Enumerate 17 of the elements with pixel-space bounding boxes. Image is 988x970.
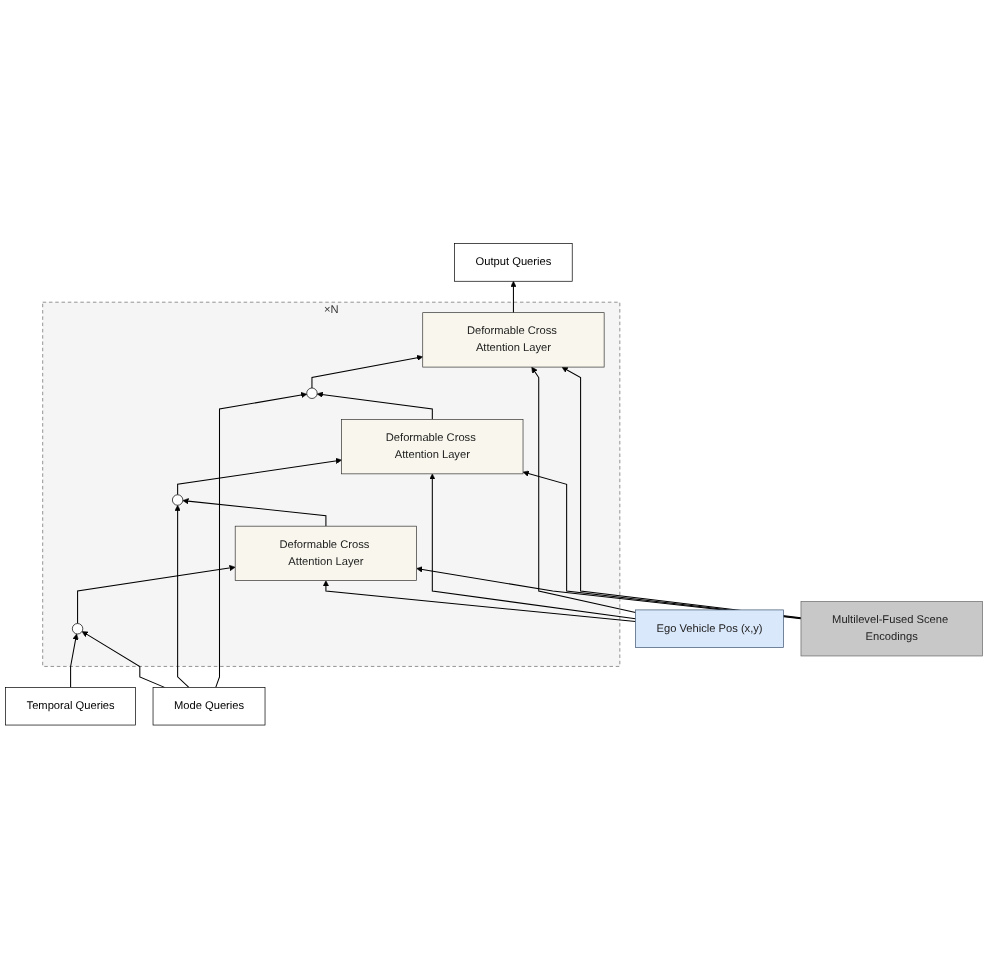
arrow — [316, 392, 433, 421]
arrow — [429, 474, 637, 620]
arrow — [311, 355, 423, 390]
arrow — [81, 631, 166, 689]
arrow — [510, 281, 517, 314]
arrow — [70, 634, 79, 689]
node-circle — [172, 495, 184, 507]
arrow — [215, 392, 308, 689]
arrow — [177, 458, 342, 496]
arrow — [531, 367, 637, 614]
arrow — [77, 565, 236, 625]
node-circle — [306, 388, 318, 400]
arrow — [322, 581, 637, 623]
cluster — [42, 302, 621, 668]
arrow — [174, 505, 190, 689]
arrow — [182, 498, 327, 528]
node-circle — [72, 623, 84, 635]
